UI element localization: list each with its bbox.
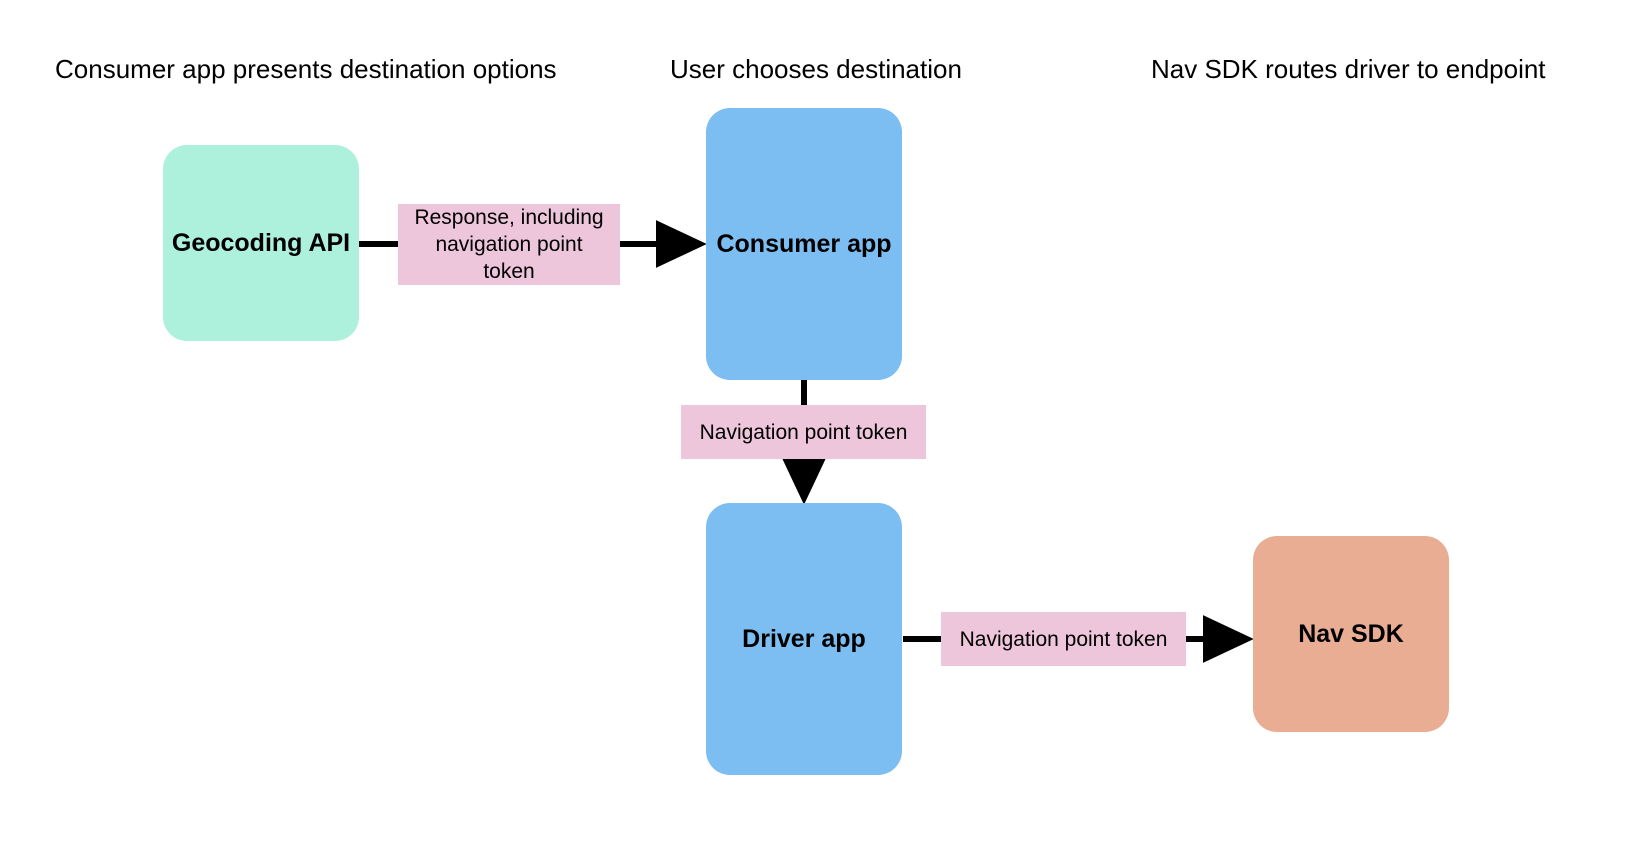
edge-label-consumer-to-driver: Navigation point token	[681, 405, 926, 459]
node-consumer-app[interactable]: Consumer app	[706, 108, 902, 380]
edge-label-driver-to-navsdk-text: Navigation point token	[959, 627, 1168, 651]
edge-label-driver-to-navsdk: Navigation point token	[941, 612, 1186, 666]
column-header-consumer-options: Consumer app presents destination option…	[55, 54, 557, 84]
node-consumer-app-label: Consumer app	[716, 230, 892, 258]
node-driver-app[interactable]: Driver app	[706, 503, 902, 775]
edge-label-geocoding-to-consumer-text: Response, including navigation point tok…	[414, 206, 604, 283]
node-geocoding-api[interactable]: Geocoding API	[163, 145, 359, 341]
column-header-user-chooses: User chooses destination	[670, 54, 962, 84]
edge-label-geocoding-to-consumer: Response, including navigation point tok…	[398, 204, 620, 285]
edge-label-consumer-to-driver-text: Navigation point token	[699, 420, 908, 444]
node-geocoding-api-label: Geocoding API	[171, 229, 351, 257]
column-header-nav-routes: Nav SDK routes driver to endpoint	[1151, 54, 1546, 84]
node-nav-sdk-label: Nav SDK	[1298, 620, 1404, 648]
node-nav-sdk[interactable]: Nav SDK	[1253, 536, 1449, 732]
node-driver-app-label: Driver app	[742, 625, 866, 653]
